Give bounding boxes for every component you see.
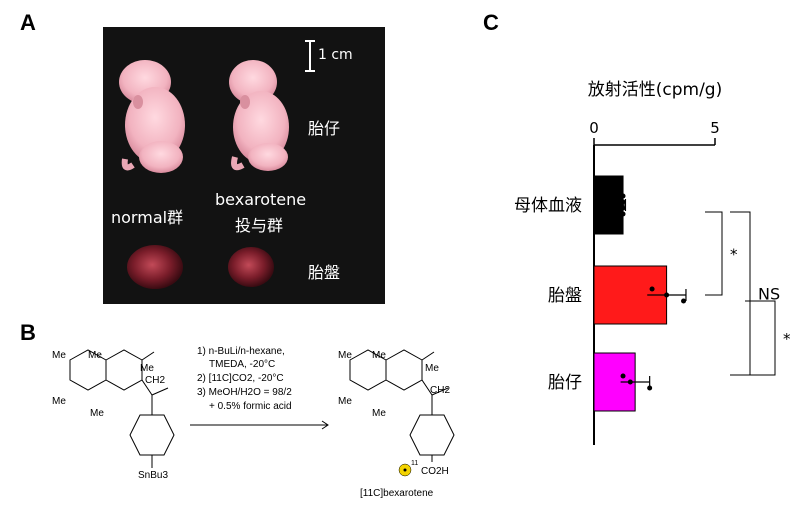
reactant-me-5: Me [90,408,104,419]
product-structure [349,349,455,462]
product-me-5: Me [372,408,386,419]
significance-label-2: * [783,330,791,348]
panel-letter-c: C [483,10,499,35]
pup-bexarotene [229,60,289,171]
radioactive-icon [398,463,412,477]
condition-step3: 3) MeOH/H2O = 98/2 [197,387,292,398]
x-tick-label-1: 5 [710,119,720,137]
condition-step2: 2) [11C]CO2, -20°C [197,373,284,384]
product-me-3: Me [425,363,439,374]
condition-step1b: TMEDA, -20°C [209,359,276,370]
data-point-1-2 [681,298,687,304]
product-co2h: CO2H [421,466,449,477]
category-label-0: 母体血液 [514,196,582,216]
data-point-0-0 [620,193,626,199]
reactant-structure [69,349,175,468]
product-me-1: Me [338,350,352,361]
specimen-drawing [119,40,315,289]
reactant-me-4: Me [52,396,66,407]
significance-bracket-0 [705,211,723,296]
panel-letter-b: B [20,320,36,345]
placenta-bexarotene [228,247,274,287]
x-axis-label: 放射活性(cpm/g) [588,80,722,100]
label-pup: 胎仔 [308,119,341,138]
data-point-1-0 [649,286,655,292]
bar-0 [593,175,624,235]
product-c11-superscript: 11 [411,460,419,467]
label-bexarotene-group-line2: 投与群 [235,216,284,235]
data-point-2-2 [647,385,653,391]
reactant-me-3: Me [140,363,154,374]
product-me-2: Me [372,350,386,361]
label-bexarotene-group-line1: bexarotene [215,190,307,209]
reactant-snbu3: SnBu3 [138,470,169,481]
data-point-2-0 [620,373,626,379]
significance-label-0: * [730,246,738,264]
label-placenta: 胎盤 [308,263,341,282]
condition-step1: 1) n-BuLi/n-hexane, [197,346,285,357]
panel-letter-a: A [20,10,36,35]
category-label-2: 胎仔 [548,373,582,393]
data-point-0-3 [620,211,626,217]
scale-bar [305,40,315,72]
product-ch2: CH2 [430,385,451,396]
placenta-normal [127,245,183,289]
data-point-0-2 [620,205,626,211]
significance-label-1: NS [758,285,780,304]
specimen-photo: 1 cm 胎仔 normal群 bexarotene 投与群 胎盤 [103,27,385,304]
significance-bracket-2 [745,300,776,376]
product-name: [11C]bexarotene [360,488,434,499]
reactant-ch2: CH2 [145,375,166,386]
data-point-2-1 [627,379,633,385]
scale-bar-label: 1 cm [318,47,353,63]
reactant-me-1: Me [52,350,66,361]
reaction-scheme [69,349,455,477]
category-label-1: 胎盤 [548,286,582,306]
pup-normal [119,60,185,173]
label-normal-group: normal群 [111,208,184,227]
condition-step3b: + 0.5% formic acid [209,401,292,412]
product-me-4: Me [338,396,352,407]
data-point-1-1 [664,292,670,298]
x-tick-label-0: 0 [589,119,599,137]
data-point-0-1 [620,199,626,205]
significance-bracket-1 [730,211,751,376]
reactant-me-2: Me [88,350,102,361]
